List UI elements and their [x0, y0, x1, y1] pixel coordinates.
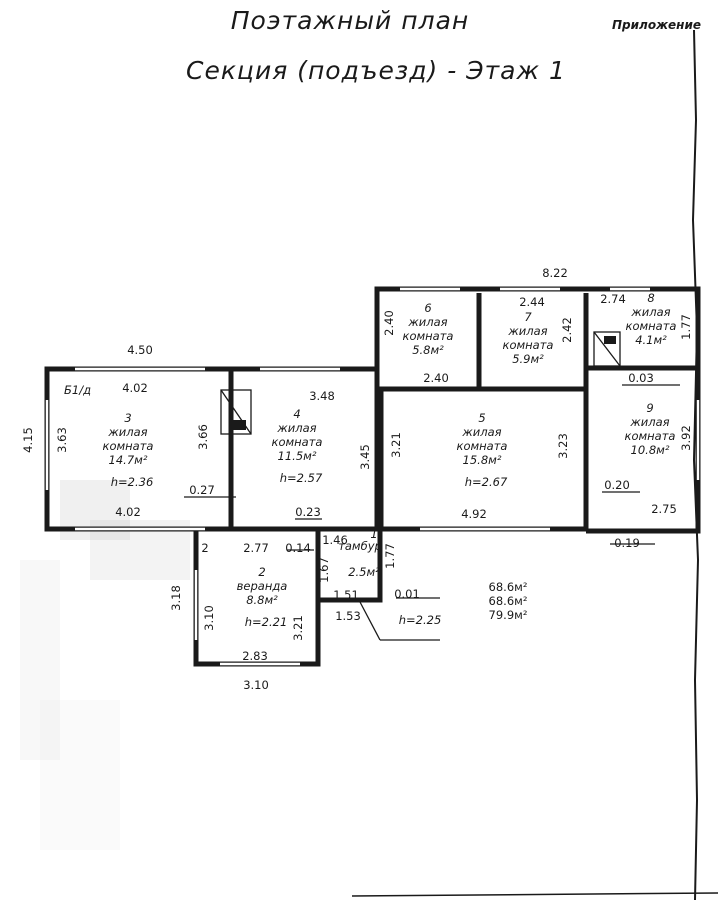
dimension-value: 3.92	[679, 425, 693, 451]
dimension-value: 0.23	[295, 505, 321, 519]
room-name: жилая	[461, 425, 501, 439]
room-name: комната	[272, 435, 323, 449]
room-area: 14.7м²	[109, 453, 148, 467]
dimension-value: 0.27	[189, 483, 215, 497]
dimension-value: 3.18	[169, 585, 183, 611]
room-number: 4	[293, 407, 300, 421]
room-name: тамбур	[338, 539, 382, 553]
room-area: 2.5м²	[348, 565, 380, 579]
dimension-value: 3.23	[556, 433, 570, 459]
dimension-value: 1.53	[335, 609, 361, 623]
dimension-value: 3.10	[243, 678, 269, 692]
stove-icon	[220, 389, 252, 435]
room-area: 15.8м²	[463, 453, 502, 467]
room-height: h=2.57	[280, 471, 323, 485]
room-number: 2	[258, 565, 265, 579]
room-area: 11.5м²	[278, 449, 317, 463]
room-number: 3	[124, 411, 131, 425]
dimension-value: 4.02	[115, 505, 141, 519]
dimension-value: 1.77	[679, 314, 693, 340]
dimension-value: 2.42	[560, 317, 574, 343]
room-height: h=2.21	[245, 615, 288, 629]
dimension-value: 3.63	[55, 427, 69, 453]
dimension-value: 3.21	[389, 432, 403, 458]
room-name: комната	[403, 329, 454, 343]
room-number: 6	[424, 301, 431, 315]
dimension-value: 2.40	[382, 310, 396, 336]
room-height: h=2.36	[111, 475, 154, 489]
dimension-value: 2.74	[600, 292, 626, 306]
dimension-value: 0.20	[604, 478, 630, 492]
dimension-value: 3.48	[309, 389, 335, 403]
room-area: 8.8м²	[246, 593, 278, 607]
room-number: 5	[478, 411, 485, 425]
room-name: веранда	[237, 579, 288, 593]
dimension-value: 3.45	[358, 444, 372, 470]
dimension-value: 4.15	[21, 427, 35, 453]
dimension-value: 1.67	[317, 557, 331, 583]
appendix-label: Приложение	[612, 18, 701, 32]
dimension-value: 3.10	[202, 605, 216, 631]
room-name: жилая	[107, 425, 147, 439]
room-height: h=2.25	[399, 613, 442, 627]
room-name: комната	[457, 439, 508, 453]
room-height: h=2.67	[465, 475, 508, 489]
room-labels: 3жилаякомната14.7м²h=2.364жилаякомната11…	[103, 291, 677, 629]
room-area: 4.1м²	[635, 333, 667, 347]
dimension-value: 3.66	[196, 424, 210, 450]
dimension-value: 2.83	[242, 649, 268, 663]
room-area: 10.8м²	[631, 443, 670, 457]
dimension-value: 0.19	[614, 536, 640, 550]
inventory-code: Б1/д	[64, 383, 91, 397]
dimension-value: 1.77	[383, 543, 397, 569]
room-number: 1	[370, 527, 377, 541]
area-total: 68.6м²	[489, 594, 528, 608]
plan-title: Поэтажный план	[230, 6, 470, 35]
plan-subtitle: Секция (подъезд) - Этаж 1	[186, 56, 566, 85]
dimension-value: 0.14	[285, 541, 311, 555]
dimension-value: 1.46	[322, 533, 348, 547]
area-total: 79.9м²	[489, 608, 528, 622]
stove-icon	[593, 331, 621, 367]
room-name: жилая	[507, 324, 547, 338]
dimension-value: 2.77	[243, 541, 269, 555]
dimension-value: 4.50	[127, 343, 153, 357]
scan-edge	[351, 29, 718, 900]
dimension-value: 4.92	[461, 507, 487, 521]
room-number: 8	[647, 291, 654, 305]
dimension-value: 2	[201, 541, 208, 555]
area-total: 68.6м²	[489, 580, 528, 594]
dimension-value: 4.02	[122, 381, 148, 395]
room-number: 7	[524, 310, 532, 324]
room-name: комната	[503, 338, 554, 352]
room-name: комната	[626, 319, 677, 333]
dimension-value: 0.01	[394, 587, 420, 601]
room-name: жилая	[276, 421, 316, 435]
scan-noise	[20, 480, 190, 760]
room-name: жилая	[629, 415, 669, 429]
room-area: 5.8м²	[412, 343, 444, 357]
room-name: жилая	[407, 315, 447, 329]
windows	[45, 287, 700, 666]
room-name: жилая	[630, 305, 670, 319]
dimension-value: 3.21	[291, 615, 305, 641]
dimension-value: 8.22	[542, 266, 568, 280]
tambour-walls	[315, 529, 383, 603]
dimension-labels: 8.22 4.50 4.02 4.15 3.63 3.66 0.27 4.02 3.48 3.45…	[21, 266, 693, 692]
dimension-value: 0.03	[628, 371, 654, 385]
room-name: комната	[103, 439, 154, 453]
dimension-value: 1.51	[333, 588, 359, 602]
dimension-value: 2.40	[423, 371, 449, 385]
room-number: 9	[646, 401, 653, 415]
room-name: комната	[625, 429, 676, 443]
room-area: 5.9м²	[512, 352, 544, 366]
dimension-value: 2.75	[651, 502, 677, 516]
leader-lines	[184, 384, 680, 641]
dimension-value: 2.44	[519, 295, 545, 309]
